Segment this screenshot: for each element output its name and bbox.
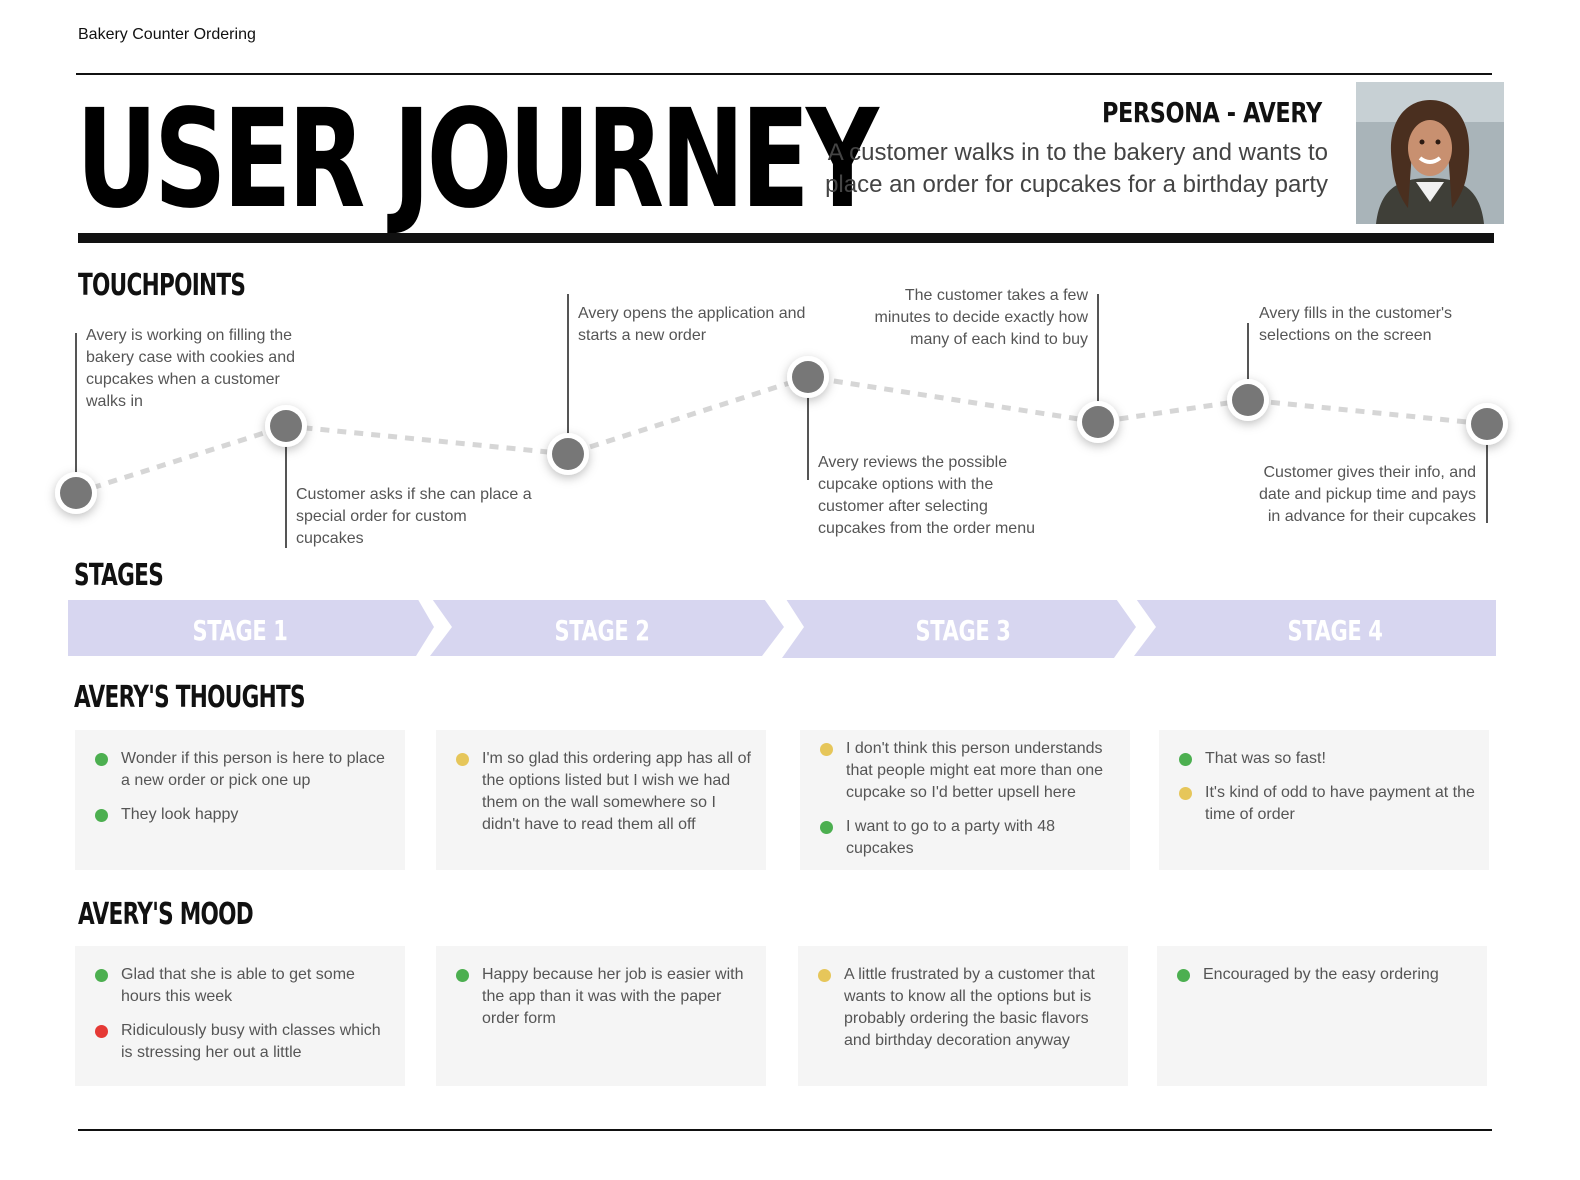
mood-card-stage-2: Happy because her job is easier with the… — [436, 946, 766, 1086]
mood-card-stage-3: A little frustrated by a customer that w… — [798, 946, 1128, 1086]
neutral-mood-dot — [820, 743, 833, 756]
neutral-mood-dot — [1179, 787, 1192, 800]
document-title: Bakery Counter Ordering — [78, 26, 256, 43]
persona-description: A customer walks in to the bakery and wa… — [825, 139, 1328, 198]
header-top-rule — [76, 73, 1492, 75]
thoughts-card-stage-1: Wonder if this person is here to place a… — [75, 730, 405, 870]
thoughts-card-stage-3: I don't think this person understands th… — [800, 730, 1130, 870]
persona-title: PERSONA - AVERY — [1102, 96, 1322, 129]
stage-3-chevron — [782, 600, 1136, 658]
thought-item: That was so fast! — [1179, 748, 1477, 770]
mood-item: Glad that she is able to get some hours … — [95, 964, 393, 1008]
stage-1-chevron — [68, 600, 434, 656]
negative-mood-dot — [95, 1025, 108, 1038]
mood-card-stage-4: Encouraged by the easy ordering — [1157, 946, 1487, 1086]
thoughts-card-stage-4: That was so fast! It's kind of odd to ha… — [1159, 730, 1489, 870]
stage-2-chevron — [430, 600, 784, 656]
thought-item: I don't think this person understands th… — [820, 738, 1118, 804]
thoughts-heading: AVERY'S THOUGHTS — [74, 680, 306, 715]
stage-bar — [68, 600, 1496, 658]
stage-1-label: STAGE 1 — [192, 614, 288, 647]
touchpoint-5-text: The customer takes a few minutes to deci… — [874, 287, 1088, 348]
touchpoint-node — [787, 356, 829, 398]
header-bottom-rule — [78, 233, 1494, 243]
positive-mood-dot — [820, 821, 833, 834]
mood-item: A little frustrated by a customer that w… — [818, 964, 1116, 1052]
persona-photo-illustration — [1356, 82, 1504, 224]
footer-rule — [78, 1129, 1492, 1131]
touchpoint-node — [1077, 401, 1119, 443]
touchpoints-heading: TOUCHPOINTS — [78, 268, 246, 303]
positive-mood-dot — [1177, 969, 1190, 982]
mood-card-stage-1: Glad that she is able to get some hours … — [75, 946, 405, 1086]
touchpoint-node — [1466, 403, 1508, 445]
positive-mood-dot — [95, 969, 108, 982]
persona-avatar — [1356, 82, 1504, 224]
stage-2-label: STAGE 2 — [554, 614, 650, 647]
touchpoint-node — [547, 433, 589, 475]
neutral-mood-dot — [456, 753, 469, 766]
touchpoint-4-text: Avery reviews the possible cupcake optio… — [818, 454, 1035, 537]
thought-item: I'm so glad this ordering app has all of… — [456, 748, 754, 836]
positive-mood-dot — [1179, 753, 1192, 766]
touchpoint-3-text: Avery opens the application and starts a… — [578, 305, 806, 344]
stage-4-chevron — [1134, 600, 1496, 656]
thought-item: I want to go to a party with 48 cupcakes — [820, 816, 1118, 860]
touchpoint-1-text: Avery is working on filling the bakery c… — [86, 327, 295, 410]
touchpoint-node — [1227, 379, 1269, 421]
positive-mood-dot — [95, 753, 108, 766]
thought-item: They look happy — [95, 804, 393, 826]
thought-item: Wonder if this person is here to place a… — [95, 748, 393, 792]
stage-4-label: STAGE 4 — [1287, 614, 1383, 647]
touchpoint-2-text: Customer asks if she can place a special… — [296, 486, 532, 547]
page-title: USER JOURNEY — [76, 81, 879, 239]
stage-3-label: STAGE 3 — [915, 614, 1011, 647]
positive-mood-dot — [456, 969, 469, 982]
mood-heading: AVERY'S MOOD — [78, 897, 254, 932]
stages-heading: STAGES — [74, 558, 164, 593]
touchpoint-7-text: Customer gives their info, and date and … — [1258, 464, 1476, 525]
mood-item: Happy because her job is easier with the… — [456, 964, 754, 1030]
touchpoint-node — [55, 472, 97, 514]
thought-item: It's kind of odd to have payment at the … — [1179, 782, 1477, 826]
neutral-mood-dot — [818, 969, 831, 982]
mood-item: Encouraged by the easy ordering — [1177, 964, 1475, 986]
mood-item: Ridiculously busy with classes which is … — [95, 1020, 393, 1064]
touchpoint-6-text: Avery fills in the customer's selections… — [1259, 305, 1453, 344]
positive-mood-dot — [95, 809, 108, 822]
thoughts-card-stage-2: I'm so glad this ordering app has all of… — [436, 730, 766, 870]
